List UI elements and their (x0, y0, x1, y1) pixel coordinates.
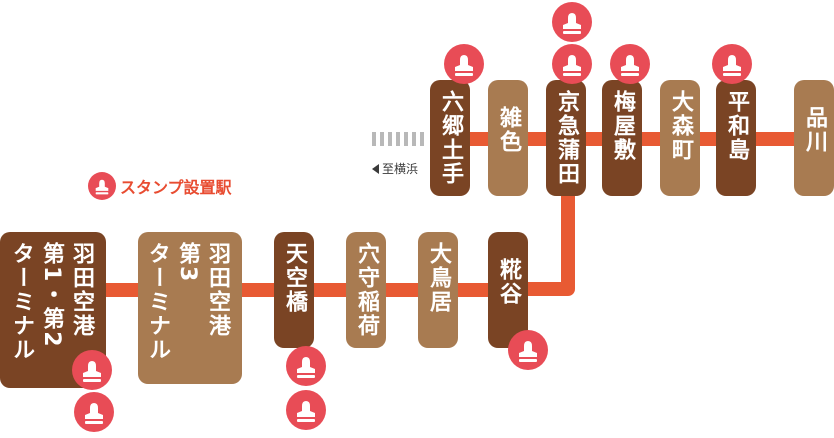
station-name: 京急蒲田 (554, 90, 579, 186)
legend: スタンプ設置駅 (88, 172, 232, 200)
stamp-icon (508, 330, 548, 370)
station-anamori-inari[interactable]: 穴守稲荷 (346, 232, 386, 348)
station-name: 糀谷 (496, 258, 521, 306)
station-name-line-3: ターミナル (9, 242, 34, 362)
stamp-icon (610, 44, 650, 84)
station-name: 六郷土手 (438, 90, 463, 186)
station-name-line-2: 第3 (175, 242, 200, 284)
station-umeyashiki[interactable]: 梅屋敷 (602, 80, 642, 196)
station-name: 雑色 (496, 106, 521, 154)
station-name: 天空橋 (282, 242, 307, 314)
station-name: 平和島 (724, 90, 749, 162)
station-tenkubashi[interactable]: 天空橋 (274, 232, 314, 348)
station-name: 梅屋敷 (610, 90, 635, 162)
station-name: 大森町 (668, 90, 693, 162)
station-shinagawa[interactable]: 品川 (794, 80, 834, 196)
stamp-icon (444, 44, 484, 84)
stamp-icon (286, 390, 326, 430)
station-zoshiki[interactable]: 雑色 (488, 80, 528, 196)
stamp-icon (286, 346, 326, 386)
left-arrow-icon (372, 163, 379, 174)
legend-label: スタンプ設置駅 (120, 178, 232, 197)
direction-text: 至横浜 (382, 162, 419, 176)
station-haneda-t12[interactable]: 羽田空港 第1・第2 ターミナル (0, 232, 106, 388)
stamp-icon (88, 172, 116, 200)
station-heiwajima[interactable]: 平和島 (716, 80, 756, 196)
stamp-icon (74, 392, 114, 432)
stamp-icon (72, 350, 112, 390)
station-name: 穴守稲荷 (354, 242, 379, 338)
station-name-line-2: 第1・第2 (39, 242, 64, 349)
station-haneda-t3[interactable]: 羽田空港 第3 ターミナル (138, 232, 242, 384)
station-omorimachi[interactable]: 大森町 (660, 80, 700, 196)
station-rokugodote[interactable]: 六郷土手 (430, 80, 470, 196)
station-otorii[interactable]: 大鳥居 (418, 232, 458, 348)
station-name: 品川 (802, 106, 827, 154)
station-name-line-3: ターミナル (145, 242, 170, 362)
station-kojiya[interactable]: 糀谷 (488, 232, 528, 348)
direction-label: 至横浜 (372, 160, 418, 177)
station-name-line-1: 羽田空港 (69, 242, 94, 338)
station-name-line-1: 羽田空港 (205, 242, 230, 338)
station-keikyu-kamata[interactable]: 京急蒲田 (546, 80, 586, 196)
stamp-icon (552, 44, 592, 84)
route-line-connector (520, 190, 575, 296)
stamp-icon (552, 2, 592, 42)
stamp-icon (712, 44, 752, 84)
station-name: 大鳥居 (426, 242, 451, 314)
